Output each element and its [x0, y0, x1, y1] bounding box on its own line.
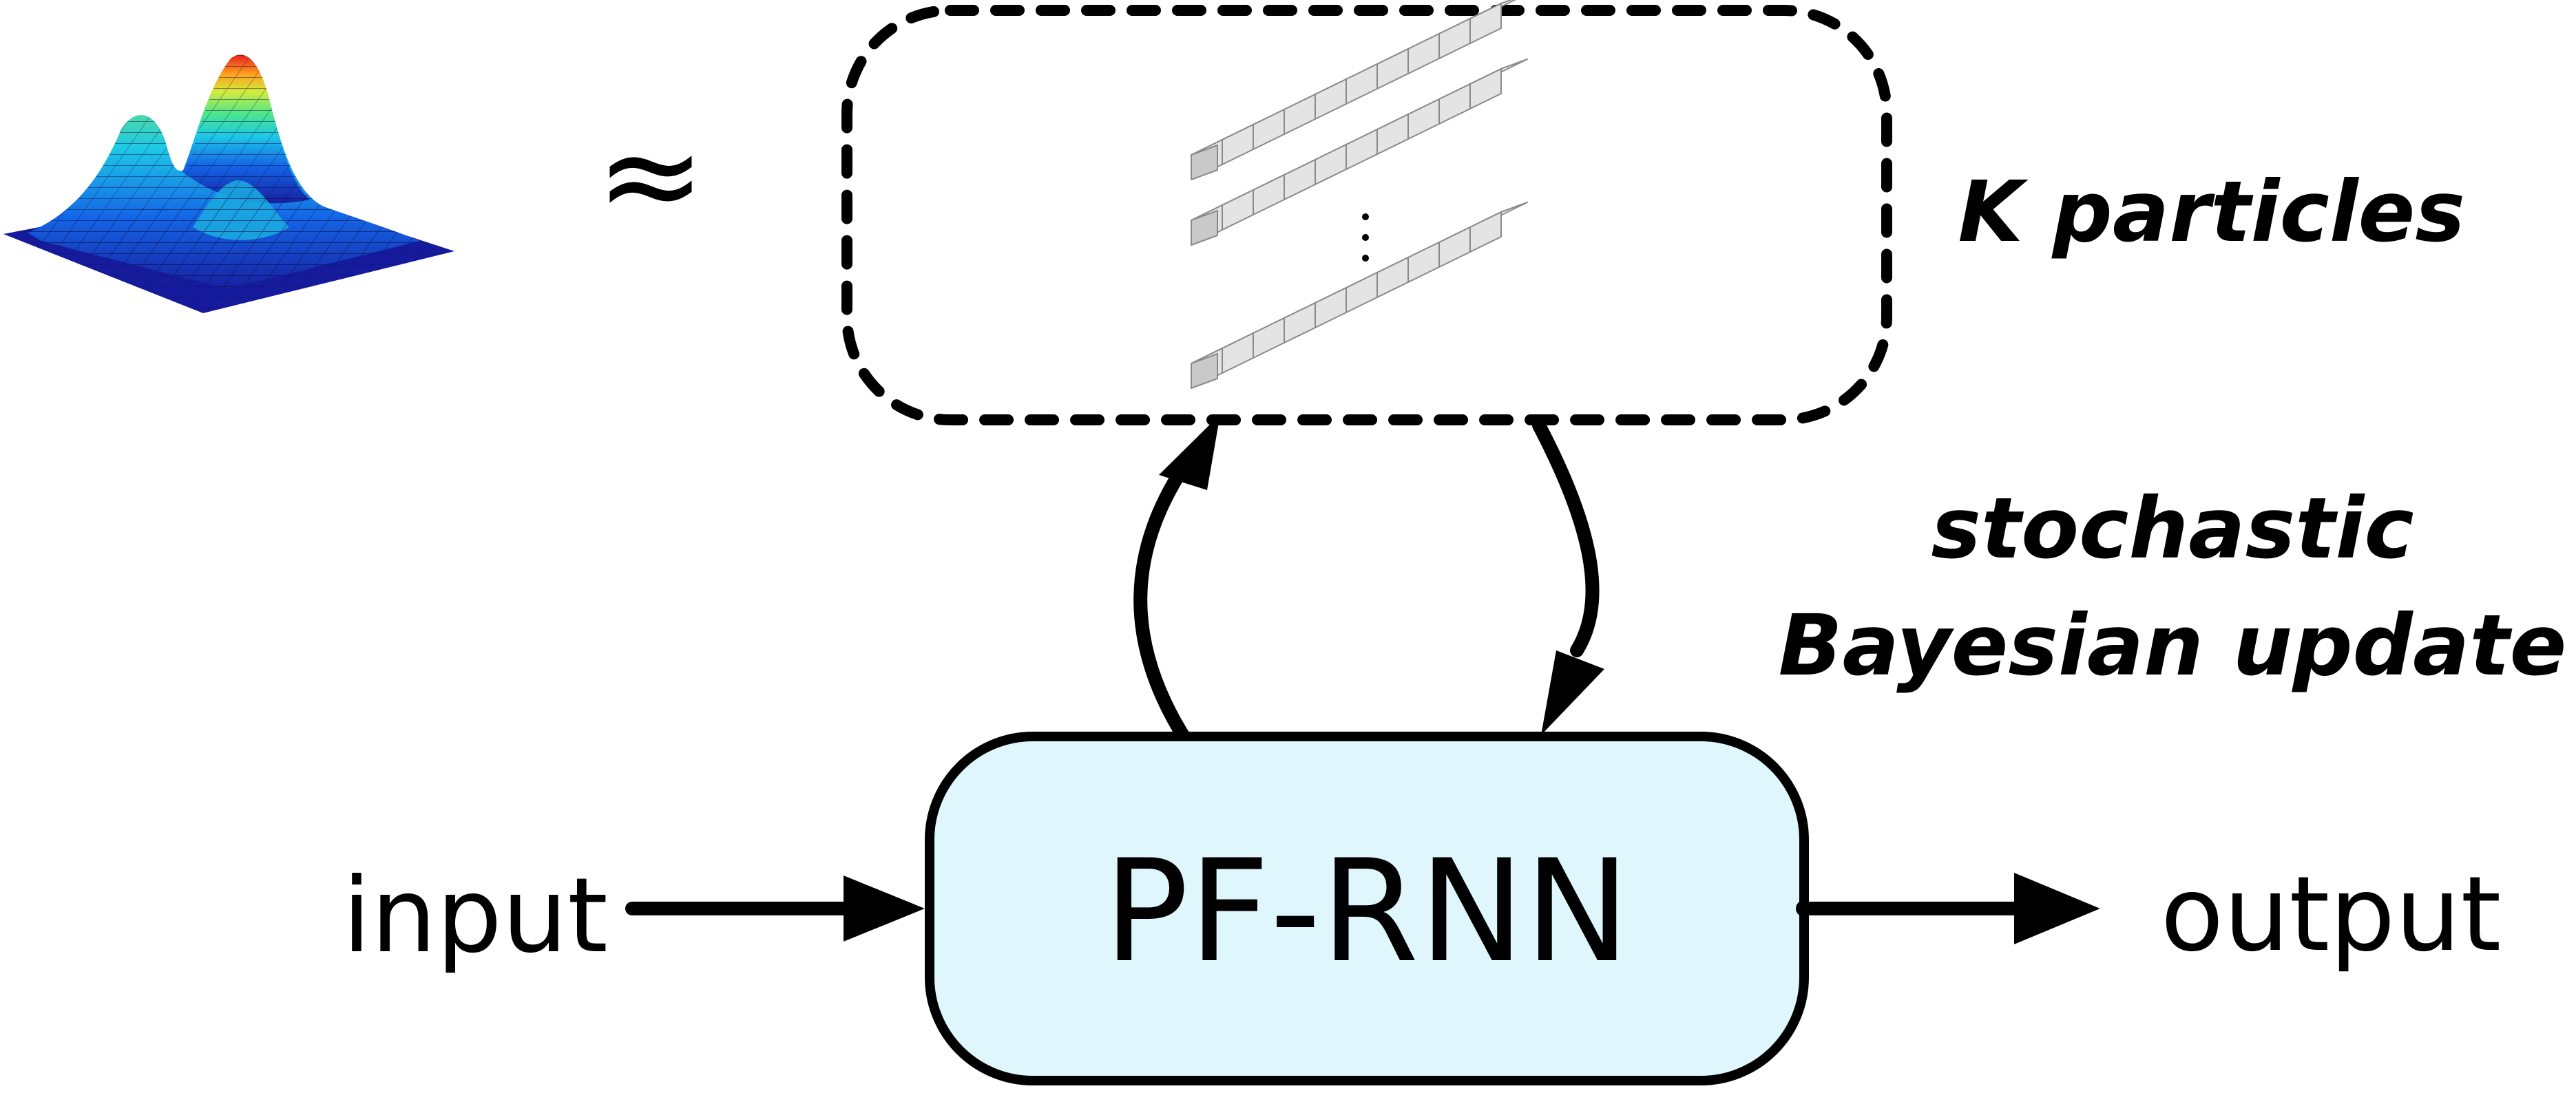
particle-cell — [1438, 226, 1471, 268]
particle-cell — [1345, 129, 1378, 170]
particle-cell — [1438, 83, 1471, 125]
input-label: input — [342, 856, 608, 976]
particle-cell — [1469, 211, 1502, 253]
particle-cell — [1284, 94, 1316, 135]
particle-cell — [1407, 242, 1440, 283]
3d-bimodal-density-surface-icon — [3, 54, 454, 313]
particle-vector-bar-icon — [1191, 0, 1516, 180]
read-particles-arrow — [1133, 414, 1220, 747]
vertical-ellipsis-icon — [1362, 213, 1369, 262]
approx-symbol: ≈ — [596, 99, 705, 251]
particle-cell — [1438, 18, 1471, 59]
particle-cell — [1284, 159, 1316, 200]
particle-cell — [1469, 3, 1502, 44]
update-particles-arrow — [1532, 418, 1604, 735]
particle-cell — [1407, 98, 1440, 140]
update-label-line1: stochastic — [1931, 480, 2413, 577]
model-label: PF-RNN — [1104, 830, 1631, 994]
particle-cell — [1469, 68, 1502, 109]
particles-label: K particles — [1958, 163, 2465, 261]
output-label: output — [2161, 855, 2502, 975]
particle-cell — [1376, 48, 1409, 89]
particle-cell — [1222, 124, 1254, 165]
particle-cell — [1284, 302, 1316, 343]
particle-vector-bar-icon — [1191, 59, 1528, 246]
particle-cell — [1345, 63, 1378, 105]
particle-cell — [1191, 145, 1218, 180]
particle-cell — [1191, 353, 1218, 389]
particle-cell — [1315, 78, 1347, 120]
particle-stack — [1191, 0, 1528, 389]
particle-cell — [1345, 272, 1378, 313]
particle-vector-bar-icon — [1191, 202, 1528, 389]
particle-cell — [1253, 317, 1285, 359]
particle-cell — [1376, 257, 1409, 298]
update-label-line2: Bayesian update — [1779, 597, 2567, 694]
particle-cell — [1376, 114, 1409, 155]
particle-cell — [1222, 189, 1254, 231]
particle-cell — [1407, 33, 1440, 74]
particle-cell — [1222, 332, 1254, 374]
particle-cell — [1253, 109, 1285, 150]
input-arrow — [625, 876, 925, 942]
pf-rnn-model-box: PF-RNN — [925, 732, 1809, 1085]
particle-cell — [1315, 144, 1347, 185]
particle-cell — [1253, 174, 1285, 215]
output-arrow — [1796, 873, 2100, 944]
particle-cell — [1191, 210, 1218, 246]
particle-cell — [1315, 287, 1347, 328]
particle-set-container — [841, 5, 1892, 425]
